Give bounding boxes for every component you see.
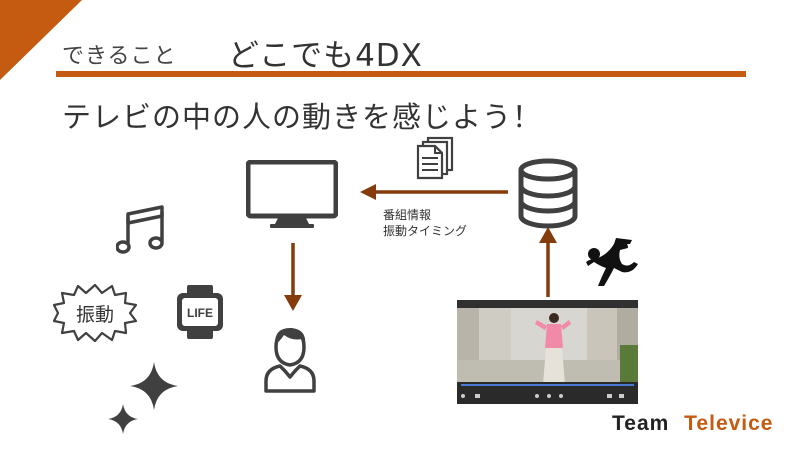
team-name: Team Televice bbox=[612, 412, 774, 436]
vibration-text: 振動 bbox=[75, 304, 114, 326]
header-rule bbox=[56, 71, 746, 77]
arrow-left-to-tv bbox=[360, 184, 508, 200]
header-title: どこでも4DX bbox=[228, 38, 423, 74]
arrow-down-to-person bbox=[284, 243, 302, 311]
tv-icon bbox=[246, 160, 338, 228]
sparkle-small-icon bbox=[108, 404, 138, 434]
breakdance-icon bbox=[586, 238, 638, 286]
arrow-up-to-database bbox=[539, 227, 557, 297]
person-icon bbox=[264, 327, 316, 393]
smartwatch-icon: LIFE bbox=[177, 285, 223, 339]
corner-accent-triangle bbox=[0, 0, 82, 80]
database-icon bbox=[518, 158, 578, 229]
header-small-title: できること bbox=[62, 44, 177, 69]
subtitle: テレビの中の人の動きを感じよう！ bbox=[62, 100, 543, 134]
burst-shape bbox=[52, 283, 138, 343]
watch-screen-text: LIFE bbox=[187, 306, 213, 320]
music-note-icon bbox=[116, 205, 164, 254]
vibration-burst: 振動 bbox=[52, 283, 138, 343]
info-label-timing: 振動タイミング bbox=[383, 224, 468, 238]
team-name-accent: Televice bbox=[684, 412, 774, 435]
sparkle-large-icon bbox=[130, 362, 178, 410]
video-frame bbox=[457, 300, 638, 404]
document-icon bbox=[416, 136, 454, 180]
info-label-program: 番組情報 bbox=[383, 208, 432, 222]
team-word: Team bbox=[612, 412, 670, 435]
video-thumbnail[interactable] bbox=[457, 300, 638, 404]
